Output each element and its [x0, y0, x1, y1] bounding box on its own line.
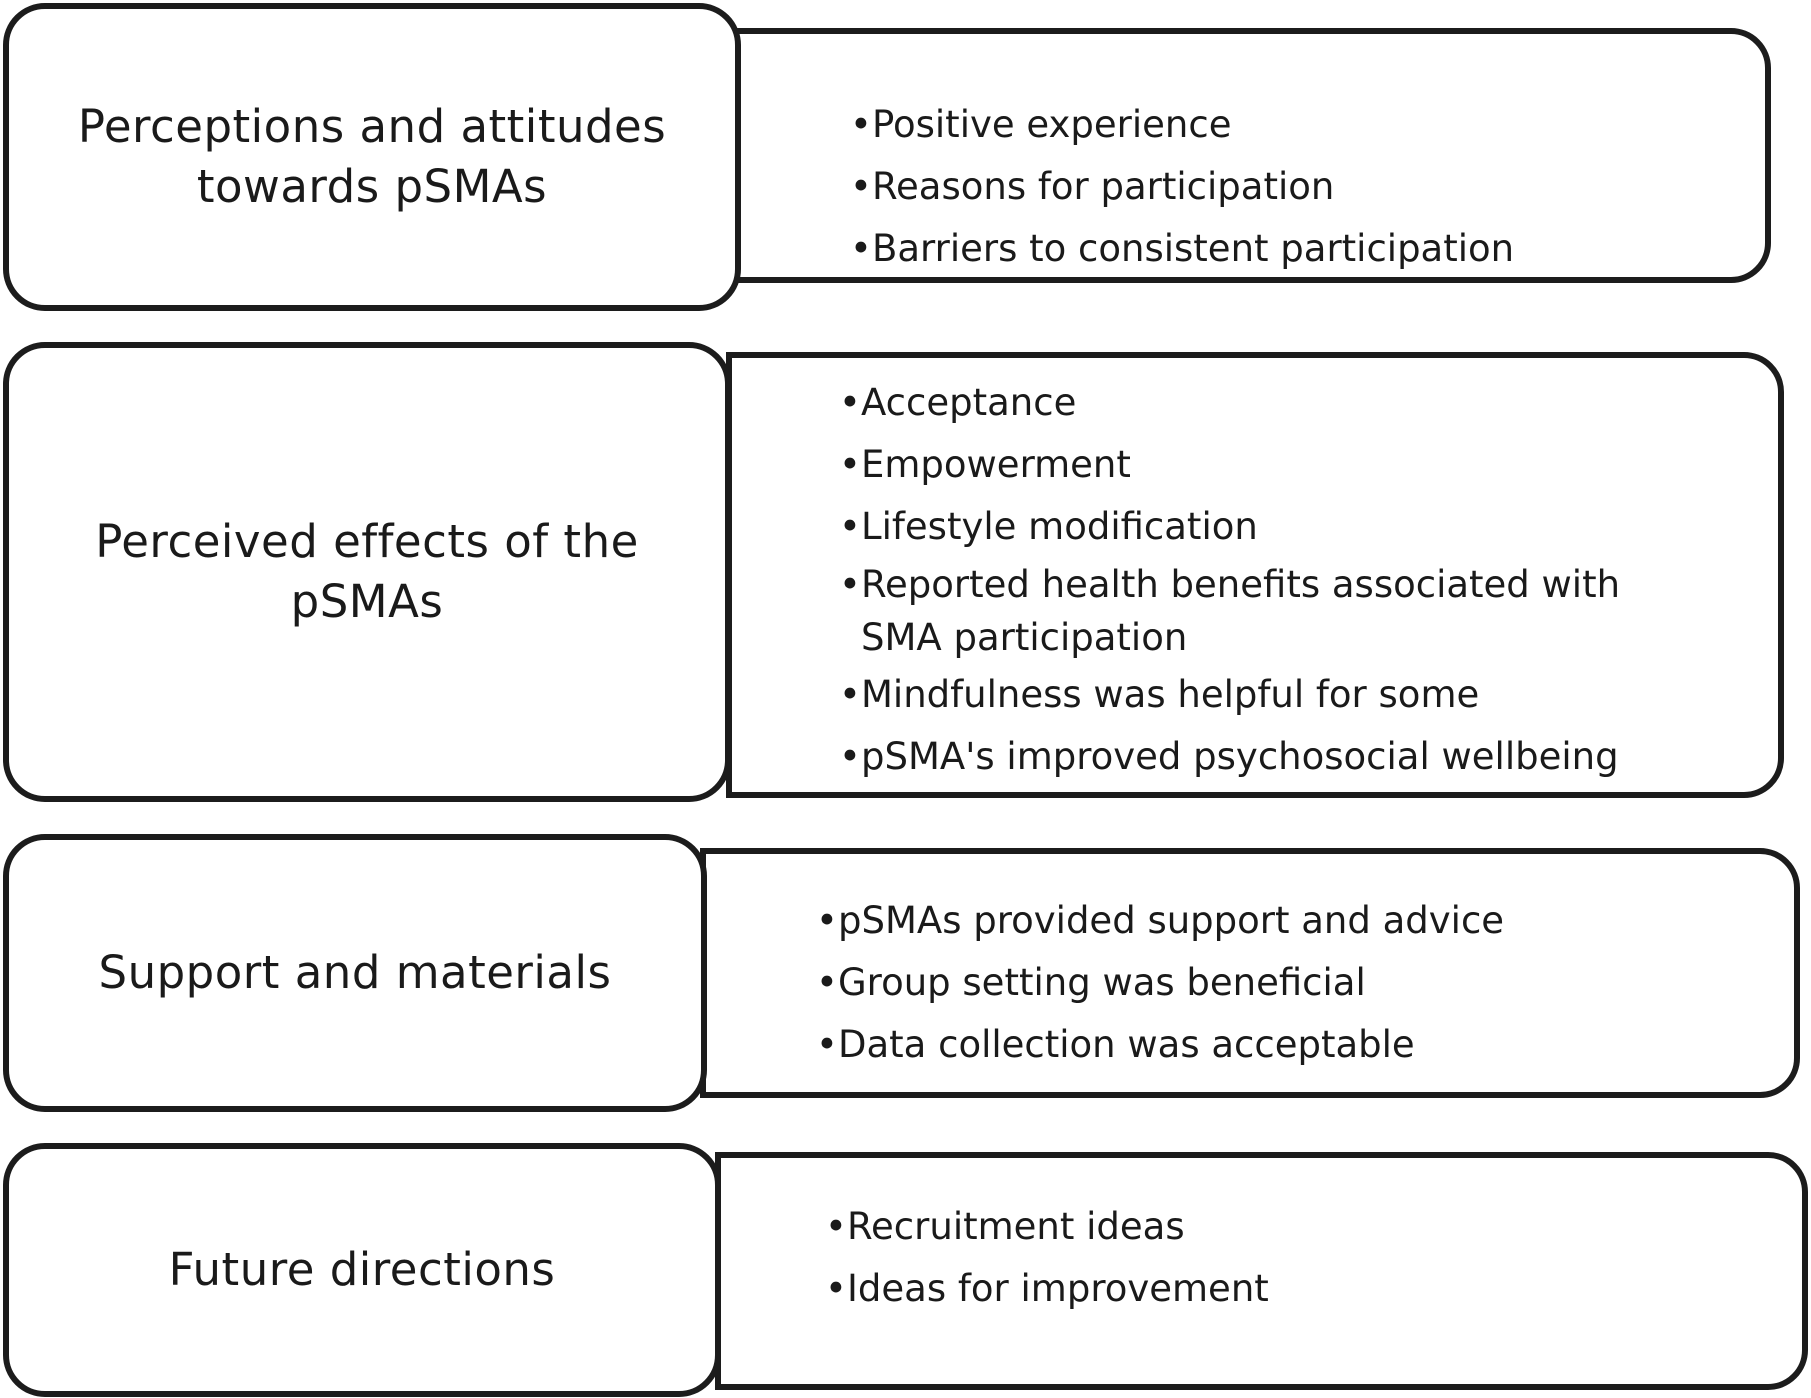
list-item: Ideas for improvement [825, 1258, 1269, 1320]
list-item: pSMA's improved psychosocial wellbeing [839, 726, 1661, 788]
list-item: Positive experience [850, 94, 1514, 156]
list-item: Data collection was acceptable [816, 1014, 1504, 1076]
list-item: Barriers to consistent participation [850, 218, 1514, 280]
theme-title: Support and materials [98, 946, 612, 999]
subtheme-list: pSMAs provided support and advice Group … [816, 890, 1504, 1076]
subtheme-box-perceived-effects: Acceptance Empowerment Lifestyle modific… [726, 352, 1784, 798]
subtheme-box-support-materials: pSMAs provided support and advice Group … [700, 848, 1800, 1098]
theme-box-future-directions: Future directions [3, 1143, 721, 1397]
list-item: Acceptance [839, 372, 1661, 434]
theme-title: Perceptions and attitudes towards pSMAs [77, 100, 667, 213]
subtheme-box-future-directions: Recruitment ideas Ideas for improvement [715, 1152, 1808, 1390]
list-item: Reported health benefits associated with… [839, 558, 1661, 664]
theme-box-perceived-effects: Perceived effects of the pSMAs [3, 342, 731, 802]
theme-title: Future directions [168, 1243, 556, 1296]
subtheme-list: Acceptance Empowerment Lifestyle modific… [839, 372, 1661, 788]
list-item: Recruitment ideas [825, 1196, 1269, 1258]
list-item: Reasons for participation [850, 156, 1514, 218]
theme-box-perceptions: Perceptions and attitudes towards pSMAs [3, 3, 741, 311]
theme-title: Perceived effects of the pSMAs [95, 515, 639, 628]
subtheme-list: Recruitment ideas Ideas for improvement [825, 1196, 1269, 1320]
list-item: Lifestyle modification [839, 496, 1661, 558]
list-item: Group setting was beneficial [816, 952, 1504, 1014]
subtheme-list: Positive experience Reasons for particip… [850, 94, 1514, 280]
list-item: Mindfulness was helpful for some [839, 664, 1661, 726]
theme-box-support-materials: Support and materials [3, 834, 707, 1112]
list-item: Empowerment [839, 434, 1661, 496]
list-item: pSMAs provided support and advice [816, 890, 1504, 952]
subtheme-box-perceptions: Positive experience Reasons for particip… [726, 28, 1771, 283]
